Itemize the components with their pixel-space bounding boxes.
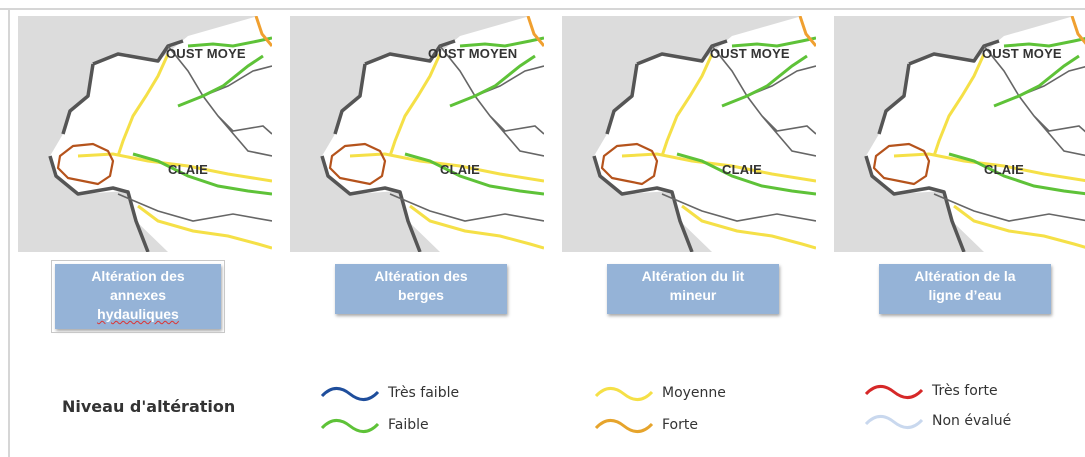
- river-upper: [721, 36, 816, 108]
- river-orange-segment: [254, 16, 272, 47]
- legend-label: Moyenne: [662, 385, 726, 401]
- map-label-south: CLAIE: [722, 162, 762, 177]
- river-orange-segment: [798, 16, 816, 47]
- river-east-west: [77, 152, 272, 183]
- map-label-north: OUST MOYE: [982, 46, 1062, 61]
- basin-boundary-line: [864, 39, 1000, 252]
- caption-line: Altération des: [91, 268, 185, 284]
- caption-line: Altération des: [374, 268, 468, 284]
- sub-basin-line: [661, 45, 816, 222]
- map-berges: OUST MOYEN CLAIE: [290, 16, 544, 252]
- basin-boundary-line: [592, 39, 728, 252]
- caption-berges: Altération des berges: [335, 264, 507, 314]
- legend-swatch: [320, 419, 380, 433]
- map-ligne-eau: OUST MOYE CLAIE: [834, 16, 1085, 252]
- river-south: [953, 204, 1085, 249]
- river-north: [388, 53, 442, 157]
- highlighted-commune: [56, 142, 115, 186]
- sub-basin-line: [117, 45, 272, 222]
- caption-line: Altération du lit: [641, 268, 745, 284]
- river-north: [932, 53, 986, 157]
- basin-boundary-line: [320, 39, 456, 252]
- river-south: [409, 204, 544, 250]
- legend-swatch: [864, 385, 924, 399]
- frame-left-edge: [8, 10, 10, 457]
- legend-title: Niveau d'altération: [62, 397, 236, 416]
- map-label-north: OUST MOYE: [166, 46, 246, 61]
- map-drawing: [48, 16, 272, 252]
- legend-label: Très forte: [932, 383, 998, 399]
- caption-line: Altération de la: [914, 268, 1016, 284]
- river-claie: [132, 152, 272, 196]
- river-south: [137, 204, 272, 250]
- legend-swatch: [320, 387, 380, 401]
- caption-ligne-eau: Altération de la ligne d’eau: [879, 264, 1051, 314]
- map-lit-mineur: OUST MOYE CLAIE: [562, 16, 816, 252]
- legend-swatch: [594, 387, 654, 401]
- caption-annexes-hydrauliques: Altération des annexes hydauliques: [51, 260, 225, 333]
- frame-top-edge: [0, 0, 1085, 10]
- land-area: [866, 16, 1085, 252]
- map-label-south: CLAIE: [168, 162, 208, 177]
- caption-line: ligne d’eau: [928, 287, 1002, 303]
- map-label-north: OUST MOYEN: [428, 46, 518, 61]
- river-claie: [676, 152, 816, 196]
- sub-basin-line: [389, 45, 544, 222]
- river-south: [681, 204, 816, 250]
- highlighted-commune: [600, 142, 659, 186]
- legend-label: Forte: [662, 417, 698, 433]
- map-label-north: OUST MOYE: [710, 46, 790, 61]
- legend-swatch: [594, 419, 654, 433]
- land-area: [50, 16, 272, 252]
- legend-swatch: [864, 415, 924, 429]
- river-east-west: [893, 152, 1085, 183]
- map-drawing: [592, 16, 816, 252]
- river-claie: [404, 152, 544, 196]
- sub-basin-line: [933, 45, 1085, 222]
- highlighted-commune: [328, 142, 387, 186]
- caption-line: annexes: [109, 287, 167, 303]
- map-drawing: [320, 16, 544, 252]
- basin-boundary-line: [48, 39, 184, 252]
- river-east-west: [621, 152, 816, 183]
- caption-line: mineur: [669, 287, 717, 303]
- legend-label: Faible: [388, 417, 429, 433]
- map-label-south: CLAIE: [440, 162, 480, 177]
- river-upper: [449, 36, 544, 108]
- river-east-west: [349, 152, 544, 183]
- river-orange-segment: [526, 16, 544, 47]
- caption-line: berges: [398, 287, 444, 303]
- legend-label: Non évalué: [932, 413, 1012, 429]
- river-north: [116, 53, 170, 157]
- map-label-south: CLAIE: [984, 162, 1024, 177]
- land-area: [322, 16, 544, 252]
- caption-line: hydauliques: [63, 305, 213, 324]
- river-upper: [993, 37, 1085, 108]
- legend-label: Très faible: [388, 385, 460, 401]
- river-north: [660, 53, 714, 157]
- highlighted-commune: [872, 142, 931, 186]
- land-area: [594, 16, 816, 252]
- caption-lit-mineur: Altération du lit mineur: [607, 264, 779, 314]
- river-upper: [177, 36, 272, 108]
- river-claie: [948, 152, 1085, 196]
- caption-line-misspelled: hydauliques: [97, 306, 179, 322]
- map-annexes-hydrauliques: OUST MOYE CLAIE: [18, 16, 272, 252]
